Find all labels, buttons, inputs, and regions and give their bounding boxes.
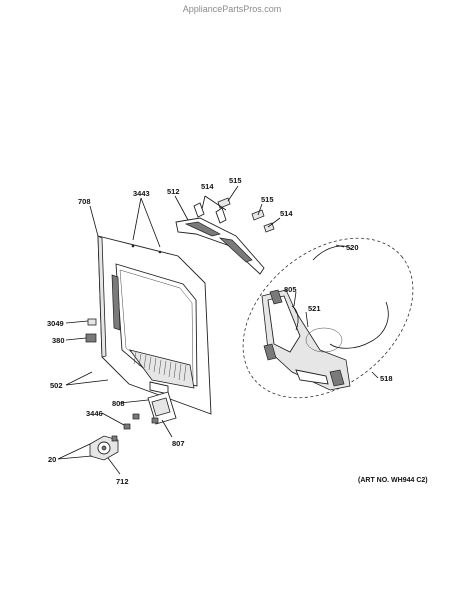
mount-bracket-part [147, 391, 177, 425]
callout-20: 20 [48, 455, 56, 464]
door-switch-part [85, 318, 97, 343]
assembly-outline [242, 237, 414, 399]
callout-515-mid: 515 [261, 195, 274, 204]
callout-515-top: 515 [229, 176, 242, 185]
callout-3049: 3049 [47, 319, 64, 328]
thermistor-part [291, 305, 299, 331]
callout-520: 520 [346, 243, 359, 252]
callout-708: 708 [78, 197, 91, 206]
callout-512: 512 [167, 187, 180, 196]
felt-seal-part [312, 245, 389, 349]
callout-807: 807 [172, 439, 185, 448]
top-bracket-part [175, 202, 265, 275]
callout-514-top: 514 [201, 182, 214, 191]
front-panel-part [97, 235, 212, 415]
callout-518: 518 [380, 374, 393, 383]
callout-805: 805 [284, 285, 297, 294]
callout-808: 808 [112, 399, 125, 408]
leader-lines [57, 185, 379, 475]
watermark-text: AppliancePartsPros.com [182, 4, 282, 14]
fuse-part [89, 435, 119, 461]
callout-521: 521 [308, 304, 321, 313]
callout-3446: 3446 [86, 409, 103, 418]
callout-502: 502 [50, 381, 63, 390]
callout-380: 380 [52, 336, 65, 345]
callout-514-mid: 514 [280, 209, 293, 218]
bearing-housing-part [261, 289, 351, 391]
art-number: (ART NO. WH944 C2) [358, 477, 428, 484]
small-clip-part [123, 413, 140, 430]
callout-712: 712 [116, 477, 129, 486]
callout-3443: 3443 [133, 189, 150, 198]
